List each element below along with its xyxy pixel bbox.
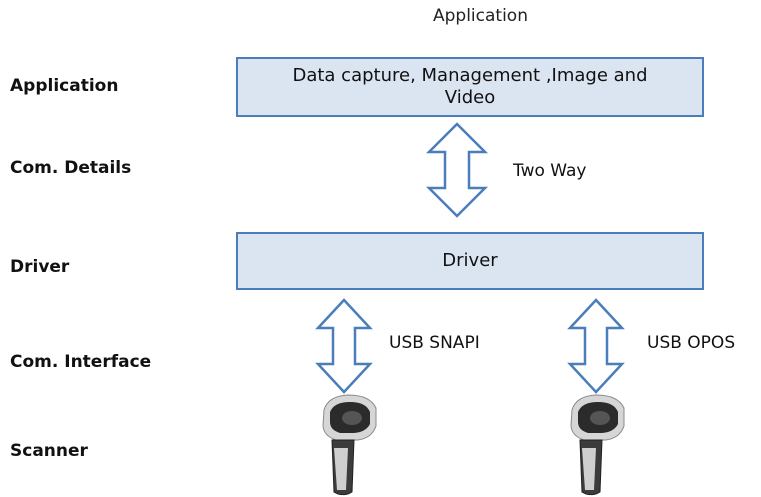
diagram-title: Application <box>433 6 528 26</box>
barcode-scanner-icon <box>322 394 377 496</box>
driver-box: Driver <box>236 232 704 290</box>
usb-snapi-arrow <box>315 298 373 394</box>
label-com-details: Com. Details <box>10 158 132 178</box>
usb-opos-label: USB OPOS <box>647 333 736 353</box>
application-box: Data capture, Management ,Image and Vide… <box>236 57 704 117</box>
barcode-scanner-icon <box>570 394 625 496</box>
label-scanner: Scanner <box>10 441 88 461</box>
usb-opos-arrow <box>567 298 625 394</box>
label-driver: Driver <box>10 257 70 277</box>
label-com-interface: Com. Interface <box>10 352 152 372</box>
application-box-text: Data capture, Management ,Image and Vide… <box>292 64 648 109</box>
two-way-arrow <box>425 122 489 218</box>
driver-box-text: Driver <box>442 249 498 271</box>
label-application: Application <box>10 76 119 96</box>
usb-snapi-label: USB SNAPI <box>389 333 480 353</box>
two-way-label: Two Way <box>513 161 587 181</box>
